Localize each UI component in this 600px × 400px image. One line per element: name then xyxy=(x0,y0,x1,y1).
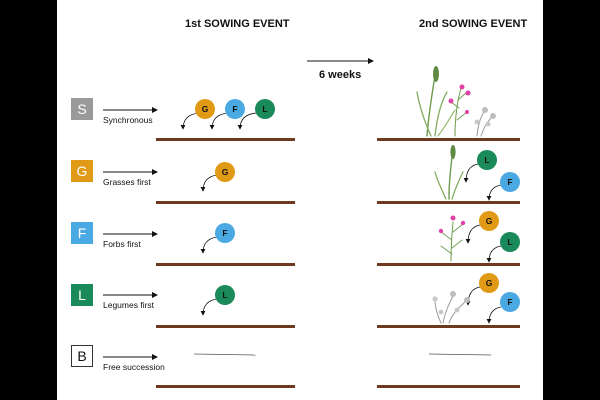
seed-legumes: L xyxy=(500,232,520,252)
sow-arrow xyxy=(486,245,502,263)
second-sowing-header: 2nd SOWING EVENT xyxy=(419,18,528,30)
soil-line xyxy=(377,138,520,141)
row-label-grasses-first: Grasses first xyxy=(103,177,151,187)
row-label-forbs-first: Forbs first xyxy=(103,239,141,249)
seed-forbs: F xyxy=(500,172,520,192)
soil-line xyxy=(156,385,295,388)
seed-legumes: L xyxy=(255,99,275,119)
plant-community-illustration xyxy=(416,66,496,324)
seed-legumes: L xyxy=(477,150,497,170)
sow-arrow xyxy=(486,184,502,201)
row-label-free-succession: Free succession xyxy=(103,362,165,372)
seed-forbs: F xyxy=(215,223,235,243)
interval-label: 6 weeks xyxy=(319,69,362,81)
sow-arrow xyxy=(463,163,479,183)
diagram-canvas: 1st SOWING EVENT 2nd SOWING EVENT 6 week… xyxy=(57,0,543,400)
sow-arrow xyxy=(200,174,218,192)
row-code-forbs-first: F xyxy=(71,222,93,244)
seed-grasses: G xyxy=(479,273,499,293)
seed-forbs: F xyxy=(225,99,245,119)
sow-arrow xyxy=(465,286,481,306)
first-sowing-header: 1st SOWING EVENT xyxy=(185,18,290,30)
row-code-grasses-first: G xyxy=(71,160,93,182)
sow-arrow xyxy=(200,298,218,316)
sow-arrow xyxy=(486,306,502,324)
seed-grasses: G xyxy=(195,99,215,119)
row-code-synchronous: S xyxy=(71,98,93,120)
sow-arrow xyxy=(200,236,218,254)
row-code-legumes-first: L xyxy=(71,284,93,306)
soil-line xyxy=(156,325,295,328)
row-label-synchronous: Synchronous xyxy=(103,115,153,125)
soil-line xyxy=(156,138,295,141)
seed-forbs: F xyxy=(500,292,520,312)
soil-line xyxy=(377,385,520,388)
soil-line xyxy=(377,201,520,204)
soil-line xyxy=(377,263,520,266)
soil-line xyxy=(156,263,295,266)
soil-line xyxy=(156,201,295,204)
bare-soil-line xyxy=(428,353,492,356)
seed-grasses: G xyxy=(479,211,499,231)
diagram-graphics xyxy=(103,58,502,360)
sow-arrow xyxy=(237,112,258,130)
seed-legumes: L xyxy=(215,285,235,305)
row-label-legumes-first: Legumes first xyxy=(103,300,155,310)
bare-soil-line xyxy=(193,353,257,356)
sow-arrow xyxy=(465,224,481,244)
soil-line xyxy=(377,325,520,328)
row-code-free-succession: B xyxy=(71,345,93,367)
seed-grasses: G xyxy=(215,162,235,182)
